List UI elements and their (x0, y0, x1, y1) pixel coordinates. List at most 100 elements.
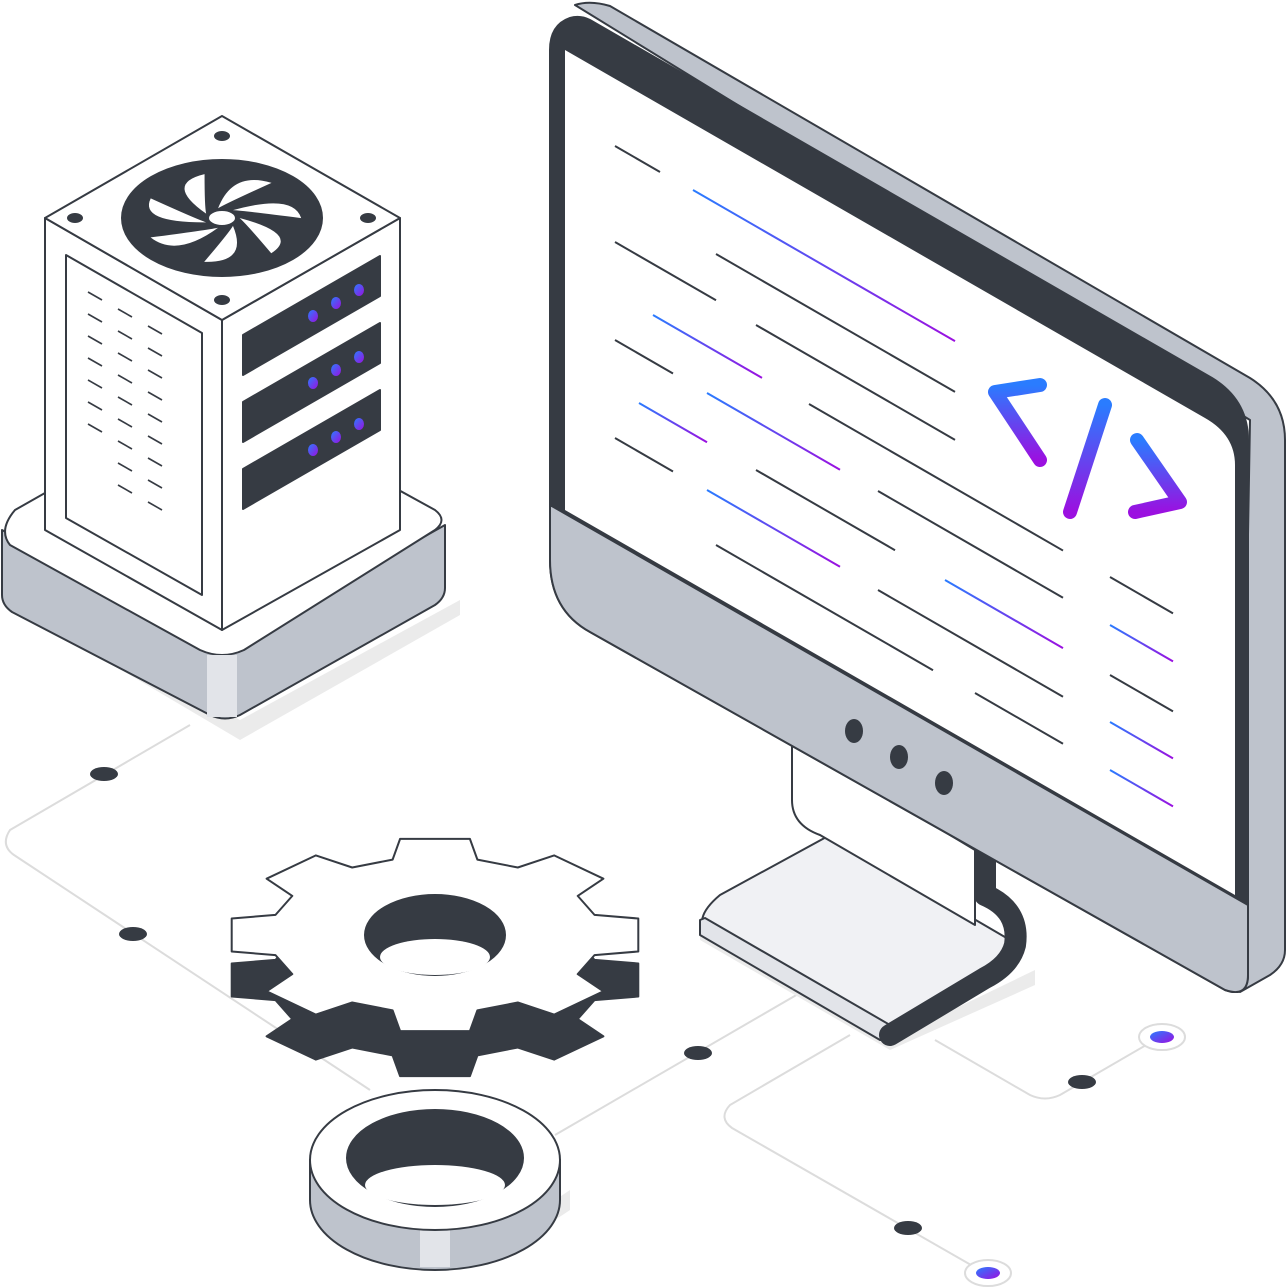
code-line (1109, 576, 1174, 615)
vent-slot (117, 374, 133, 384)
ring-icon (309, 1089, 570, 1271)
connector-dot (1068, 1075, 1096, 1089)
code-line-highlight (1109, 721, 1174, 760)
vent-slot (147, 413, 163, 423)
vent-slot (147, 347, 163, 357)
code-line (755, 469, 896, 552)
endpoint-glow (976, 1267, 1000, 1279)
code-line-highlight (638, 402, 708, 444)
code-line-highlight (944, 579, 1064, 649)
code-line (974, 692, 1064, 745)
fan-blade (148, 198, 207, 223)
connector-ring-monitor (554, 989, 806, 1136)
endpoint-glow (1150, 1031, 1174, 1043)
code-brackets-icon (988, 378, 1187, 519)
code-line-highlight (706, 392, 841, 471)
monitor-button[interactable] (890, 745, 908, 769)
vent-slot (117, 462, 133, 472)
fan-blades (148, 174, 302, 262)
stand-base-shadow (700, 930, 1035, 1050)
code-line (877, 490, 1064, 599)
status-led (308, 444, 318, 456)
vent-slot (117, 352, 133, 362)
server-tower (1, 115, 460, 740)
code-line (1109, 674, 1174, 713)
vent-slot (147, 435, 163, 445)
vent-slot (87, 313, 103, 323)
fan-blade (218, 179, 272, 209)
vent-slot (117, 396, 133, 406)
screw (67, 213, 83, 223)
vent-slot (87, 401, 103, 411)
status-led (331, 431, 341, 443)
status-led (331, 297, 341, 309)
status-led (354, 351, 364, 363)
vent-slot (117, 308, 133, 318)
vent-slot (147, 501, 163, 511)
vent-slot (87, 291, 103, 301)
vent-slot (147, 391, 163, 401)
vent-slot (147, 457, 163, 467)
screw (214, 295, 230, 305)
server-left-panel (65, 254, 203, 596)
connector-server-left (4, 724, 371, 1091)
code-line (877, 589, 1064, 698)
code-line-highlight (652, 314, 763, 379)
ring-hole-inner (365, 1165, 505, 1205)
connector-dots (90, 767, 1096, 1235)
code-line (715, 253, 956, 393)
vent-slot (117, 418, 133, 428)
code-line-highlight (692, 189, 956, 343)
fan-blade (204, 225, 238, 262)
vent-slot (87, 335, 103, 345)
vent-slot (147, 479, 163, 489)
fan-blade (150, 227, 219, 246)
code-line (614, 339, 674, 375)
vent-slot (147, 325, 163, 335)
connector-bottom (723, 1034, 986, 1274)
code-line (715, 544, 934, 672)
gear-icon (230, 837, 640, 1078)
code-line (808, 403, 1064, 552)
screw (214, 131, 230, 141)
vent-slot (117, 440, 133, 450)
code-line (614, 145, 661, 173)
gear-hole-inner (380, 939, 490, 975)
stand-cable (879, 839, 1027, 1046)
screw (360, 213, 376, 223)
vent-slot (87, 379, 103, 389)
monitor-button[interactable] (935, 771, 953, 795)
vent-slot (147, 369, 163, 379)
connector-dot (684, 1046, 712, 1060)
code-line (614, 437, 674, 473)
connector-lines (4, 724, 1161, 1274)
code-line-highlight (706, 489, 841, 568)
fan-blade (232, 203, 302, 219)
vent-slot (117, 484, 133, 494)
connector-dot (119, 927, 147, 941)
connector-dot (90, 767, 118, 781)
monitor-button[interactable] (845, 719, 863, 743)
code-line-highlight (1109, 624, 1174, 663)
fan-blade (239, 218, 281, 254)
code-lines (614, 145, 1174, 808)
vent-slot (117, 330, 133, 340)
vent-slot (87, 423, 103, 433)
vent-slots (87, 291, 163, 511)
monitor-back-edge (574, 1, 1286, 993)
connector-dot (894, 1221, 922, 1235)
code-line-highlight (1109, 769, 1174, 808)
connector-right (934, 1036, 1161, 1100)
status-led (354, 284, 364, 296)
code-line (755, 324, 956, 441)
code-line (614, 241, 717, 302)
monitor-screen (565, 50, 1235, 895)
status-led (308, 377, 318, 389)
monitor (549, 1, 1286, 1050)
stand-neck (791, 739, 976, 926)
status-led (331, 364, 341, 376)
status-led (354, 418, 364, 430)
status-led (308, 310, 318, 322)
vent-slot (87, 357, 103, 367)
